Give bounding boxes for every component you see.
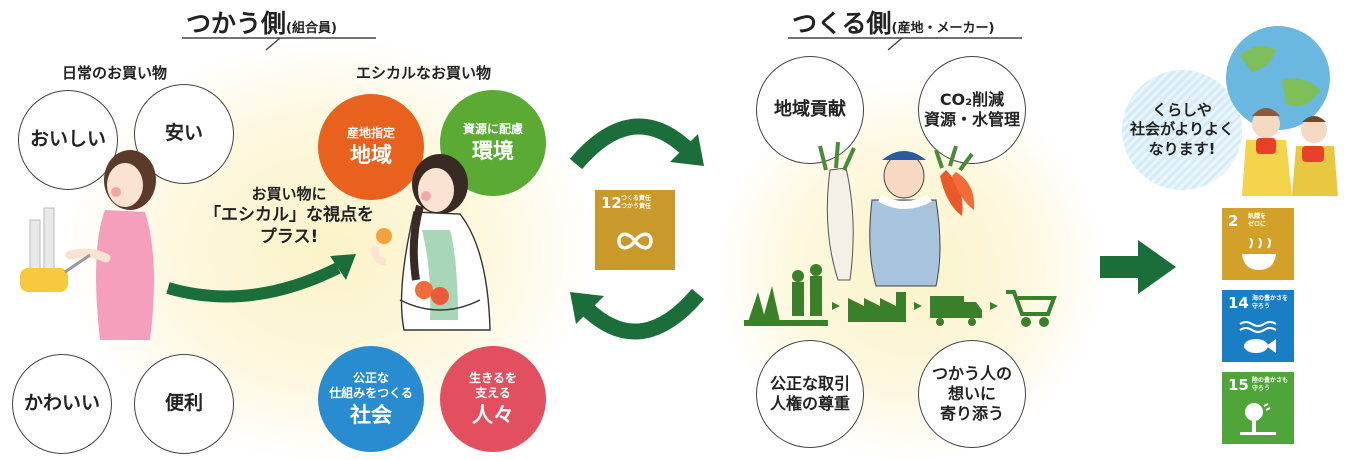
left-title-underline bbox=[182, 37, 376, 51]
producer-item-co2: CO₂削減 資源・水管理 bbox=[918, 56, 1026, 164]
sdg-tile-15: 15 陸の豊かさも 守ろう bbox=[1222, 372, 1294, 444]
cycle-arrow-top bbox=[569, 118, 704, 170]
chain-arrow-icon bbox=[990, 302, 998, 310]
ethical-item-people-big: 人々 bbox=[472, 402, 514, 427]
right-title-main: つくる側 bbox=[792, 9, 892, 38]
left-title-main: つかう側 bbox=[186, 9, 287, 38]
result-bubble: くらしや 社会がよりよく なります! bbox=[1122, 70, 1242, 190]
ethical-item-people: 生きるを 支える 人々 bbox=[440, 346, 546, 452]
fish-icon bbox=[1239, 321, 1277, 353]
sdg-15-text: 陸の豊かさも 守ろう bbox=[1252, 377, 1289, 392]
ethical-item-environment-small: 資源に配慮 bbox=[462, 122, 523, 137]
sdg-tile-14: 14 海の豊かさを 守ろう bbox=[1222, 290, 1294, 362]
result-bubble-text: くらしや 社会がよりよく なります! bbox=[1130, 100, 1234, 158]
producer-item-fair-trade: 公正な取引 人権の尊重 bbox=[756, 340, 864, 448]
ethical-shopper-illustration bbox=[371, 154, 491, 331]
cart-icon bbox=[1006, 290, 1057, 327]
sdg-tile-12: 12 つくる責任 つかう責任 bbox=[595, 190, 675, 270]
everyday-item-benri: 便利 bbox=[134, 354, 234, 454]
sdg-2-number: 2 bbox=[1228, 212, 1239, 230]
sdg-2-text: 飢餓を ゼロに bbox=[1248, 213, 1267, 228]
ethical-item-people-small: 生きるを 支える bbox=[469, 370, 517, 400]
globe-family-illustration bbox=[1226, 26, 1338, 196]
ethical-item-society-small: 公正な 仕組みをつくる bbox=[329, 370, 413, 400]
ethical-arrow bbox=[166, 254, 356, 303]
cycle-arrow-bottom bbox=[570, 288, 705, 340]
sdg-12-number: 12 bbox=[601, 194, 622, 212]
field-workers-icon bbox=[744, 264, 828, 326]
producer-item-community: 地域貢献 bbox=[756, 56, 864, 164]
arrow-caption-line3: プラス! bbox=[259, 227, 319, 247]
left-title-sub: (組合員) bbox=[286, 21, 337, 36]
ethical-item-environment: 資源に配慮 環境 bbox=[440, 90, 546, 196]
supply-chain-illustration bbox=[744, 264, 1057, 327]
ethical-item-region-big: 地域 bbox=[350, 143, 392, 168]
producer-item-consumer-thoughts: つかう人の 想いに 寄り添う bbox=[918, 340, 1026, 448]
result-arrow bbox=[1100, 240, 1176, 294]
sdg-15-number: 15 bbox=[1228, 376, 1249, 394]
farmer-illustration bbox=[818, 141, 975, 287]
truck-icon bbox=[930, 296, 982, 326]
sdg-12-text: つくる責任 つかう責任 bbox=[621, 195, 652, 210]
right-title-underline bbox=[788, 37, 1022, 51]
left-title: つかう側(組合員) bbox=[186, 4, 337, 40]
right-title: つくる側(産地・メーカー) bbox=[792, 4, 994, 40]
ethical-item-society-big: 社会 bbox=[350, 402, 392, 427]
chain-arrow-icon bbox=[832, 302, 840, 310]
infinity-icon bbox=[617, 232, 653, 250]
ethical-item-region: 産地指定 地域 bbox=[318, 94, 424, 200]
bowl-icon bbox=[1242, 238, 1276, 270]
chain-arrow-icon bbox=[914, 302, 922, 310]
ethical-item-region-small: 産地指定 bbox=[346, 126, 395, 141]
sdg-14-number: 14 bbox=[1228, 294, 1249, 312]
sdg-tile-2: 2 飢餓を ゼロに bbox=[1222, 208, 1294, 280]
everyday-item-kawaii: かわいい bbox=[12, 354, 112, 454]
ethical-label: エシカルなお買い物 bbox=[356, 64, 492, 82]
ethical-item-environment-big: 環境 bbox=[472, 139, 514, 164]
everyday-item-oishii: おいしい bbox=[18, 90, 118, 190]
everyday-label: 日常のお買い物 bbox=[62, 64, 168, 82]
arrow-caption: お買い物に 「エシカル」な視点を プラス! bbox=[204, 184, 374, 248]
factory-icon bbox=[848, 292, 906, 322]
tree-icon bbox=[1240, 403, 1276, 435]
ethical-item-society: 公正な 仕組みをつくる 社会 bbox=[318, 346, 424, 452]
right-title-sub: (産地・メーカー) bbox=[891, 21, 995, 36]
shopper-cooking-illustration bbox=[20, 150, 156, 340]
arrow-caption-line1: お買い物に bbox=[251, 185, 327, 203]
sdg-14-text: 海の豊かさを 守ろう bbox=[1252, 295, 1289, 310]
arrow-caption-line2: 「エシカル」な視点を bbox=[204, 205, 374, 225]
